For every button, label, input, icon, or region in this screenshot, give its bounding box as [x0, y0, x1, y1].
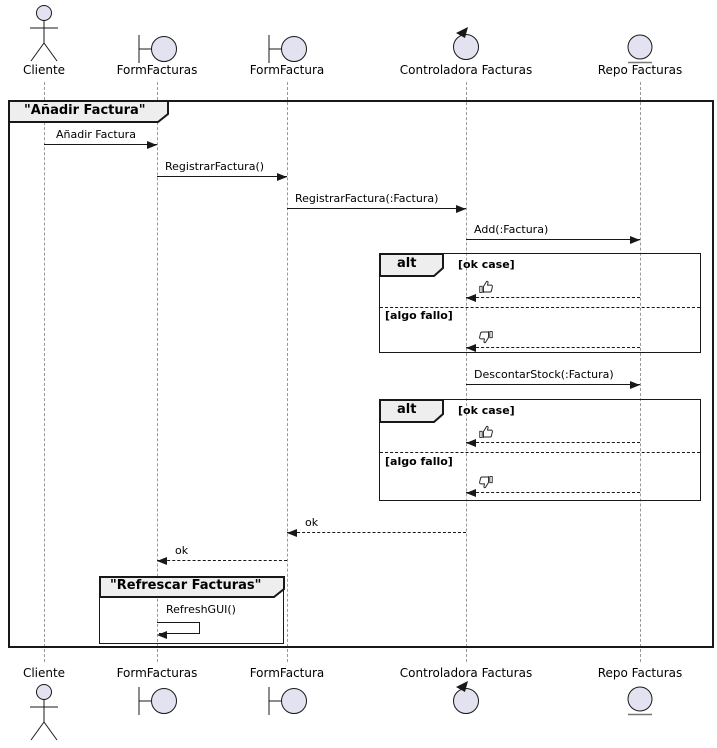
arrow-shaft — [157, 560, 287, 561]
self-message-arrow — [157, 622, 200, 639]
return-message-ok — [466, 279, 640, 302]
participant-label-controladora: Controladora Facturas — [399, 63, 533, 77]
alt-divider — [380, 451, 700, 453]
lifeline-controladora-facturas — [466, 82, 467, 662]
thumbs-down-icon — [478, 329, 494, 345]
message-label: RegistrarFactura(:Factura) — [295, 192, 439, 205]
guard-algo-fallo: [algo fallo] — [385, 455, 453, 468]
arrowhead — [277, 173, 287, 181]
actor-icon — [30, 5, 58, 62]
alt-operator-tab — [378, 398, 444, 423]
frame-tab — [8, 100, 169, 123]
arrow-shaft — [466, 442, 640, 443]
message-label: Add(:Factura) — [474, 223, 549, 236]
participant-label-cliente-bottom: Cliente — [22, 666, 66, 680]
alt-fragment-2: alt [ok case] [algo fallo] — [378, 398, 701, 501]
frame-tab — [99, 576, 285, 598]
participant-label-formfacturas: FormFacturas — [116, 63, 198, 77]
message-label: ok — [305, 516, 319, 529]
arrow-shaft — [287, 532, 466, 533]
alt-fragment-1: alt [ok case] [algo fallo] — [378, 252, 701, 353]
arrowhead — [630, 236, 640, 244]
boundary-icon — [138, 35, 177, 63]
message-descontar-stock: DescontarStock(:Factura) — [466, 366, 640, 389]
arrow-shaft — [157, 622, 200, 623]
alt-divider — [380, 306, 700, 308]
arrowhead — [157, 631, 167, 639]
participant-label-cliente: Cliente — [22, 63, 66, 77]
message-label-refresh-gui: RefreshGUI() — [166, 603, 236, 616]
arrow-shaft — [466, 492, 640, 493]
guard-ok-case: [ok case] — [458, 258, 515, 271]
thumbs-down-icon — [478, 474, 494, 490]
arrowhead — [466, 344, 476, 352]
arrowhead — [466, 489, 476, 497]
lifeline-repo-facturas — [640, 82, 641, 662]
control-icon — [453, 27, 479, 60]
frame-anadir-factura — [8, 100, 714, 648]
arrow-shaft — [157, 176, 287, 177]
control-icon — [453, 681, 479, 714]
guard-algo-fallo: [algo fallo] — [385, 309, 453, 322]
message-add-factura: Add(:Factura) — [466, 221, 640, 244]
message-anadir-factura: Añadir Factura — [44, 126, 157, 149]
arrow-shaft — [287, 208, 466, 209]
participant-label-repo-bottom: Repo Facturas — [597, 666, 683, 680]
arrowhead — [466, 294, 476, 302]
boundary-icon — [268, 687, 307, 715]
participant-label-formfacturas-bottom: FormFacturas — [116, 666, 198, 680]
participant-label-formfactura: FormFactura — [249, 63, 325, 77]
return-message-fail — [466, 474, 640, 497]
arrow-shaft — [466, 297, 640, 298]
arrowhead — [157, 557, 167, 565]
arrow-shaft — [159, 633, 200, 634]
actor-icon — [30, 684, 58, 741]
message-registrar-factura: RegistrarFactura() — [157, 158, 287, 181]
alt-operator-label: alt — [397, 402, 417, 417]
arrowhead — [456, 205, 466, 213]
boundary-icon — [138, 687, 177, 715]
arrowhead — [630, 381, 640, 389]
alt-operator-tab — [378, 252, 444, 277]
participant-label-repo: Repo Facturas — [597, 63, 683, 77]
return-message-ok — [466, 424, 640, 447]
participant-label-formfactura-bottom: FormFactura — [249, 666, 325, 680]
thumbs-up-icon — [478, 424, 494, 440]
arrowhead — [147, 141, 157, 149]
message-label: RegistrarFactura() — [165, 160, 265, 173]
entity-icon — [627, 686, 653, 716]
arrowhead — [287, 529, 297, 537]
thumbs-up-icon — [478, 279, 494, 295]
arrow-shaft — [44, 144, 157, 145]
participant-label-controladora-bottom: Controladora Facturas — [399, 666, 533, 680]
arrow-shaft — [466, 384, 640, 385]
return-message-ok-to-formfacturas: ok — [157, 542, 287, 565]
lifeline-formfacturas — [157, 82, 158, 662]
message-label: DescontarStock(:Factura) — [474, 368, 614, 381]
message-label: ok — [175, 544, 189, 557]
arrow-shaft — [199, 622, 200, 634]
entity-icon — [627, 34, 653, 64]
boundary-icon — [268, 35, 307, 63]
guard-ok-case: [ok case] — [458, 404, 515, 417]
alt-operator-label: alt — [397, 256, 417, 271]
lifeline-cliente — [44, 82, 45, 662]
frame-title: "Añadir Factura" — [24, 103, 146, 118]
frame-title: "Refrescar Facturas" — [110, 578, 262, 593]
return-message-fail — [466, 329, 640, 352]
arrowhead — [466, 439, 476, 447]
message-label: Añadir Factura — [56, 128, 136, 141]
lifeline-formfactura — [287, 82, 288, 662]
arrow-shaft — [466, 347, 640, 348]
message-registrar-factura-param: RegistrarFactura(:Factura) — [287, 190, 466, 213]
return-message-ok-to-formfactura: ok — [287, 514, 466, 537]
arrow-shaft — [466, 239, 640, 240]
